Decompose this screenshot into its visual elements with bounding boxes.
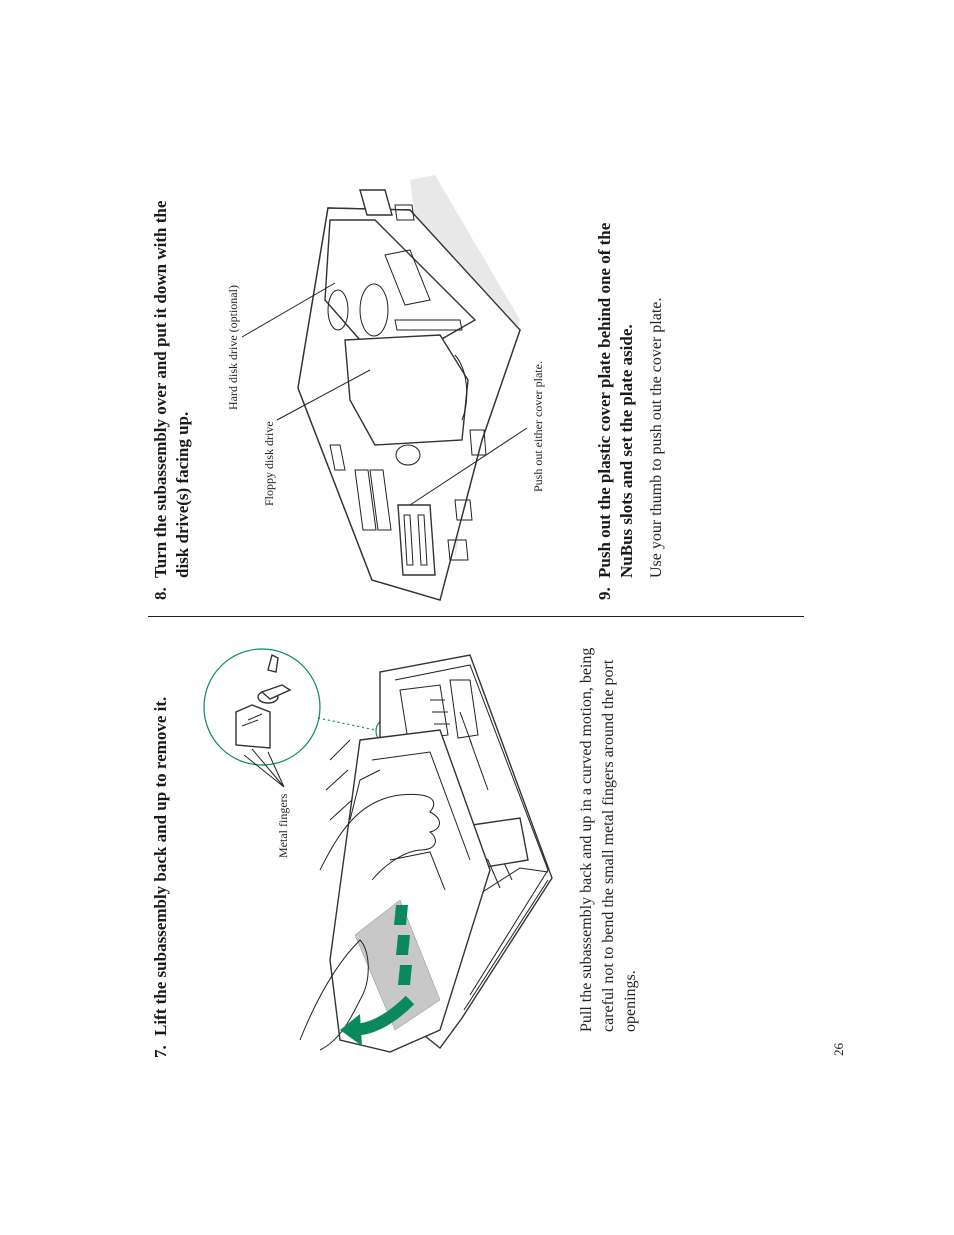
metal-fingers-detail: [235, 653, 292, 749]
lift-direction-arrow: [340, 905, 415, 1046]
section-divider: [148, 616, 804, 617]
callout-hard-disk-drive: Hard disk drive (optional): [226, 285, 240, 410]
subassembly-top-view-drawing: [297, 175, 521, 601]
callout-floppy-disk-drive: Floppy disk drive: [262, 421, 276, 506]
magnifier-circle: [203, 648, 321, 766]
subassembly-drawing: [325, 729, 491, 1053]
callout-push-out-cover-plate: Push out either cover plate.: [531, 361, 545, 492]
